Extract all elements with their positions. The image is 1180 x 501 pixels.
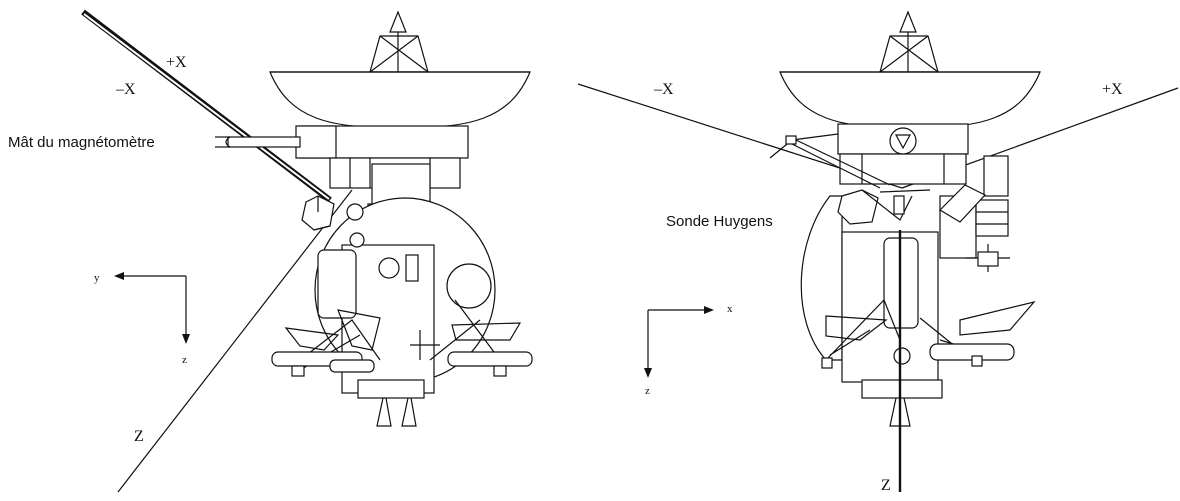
- right-axis-plus-x-label: +X: [1102, 81, 1123, 98]
- right-frame-z-label: z: [645, 385, 650, 397]
- left-axis-z-label: Z: [134, 428, 144, 445]
- left-high-gain-antenna: [269, 10, 531, 129]
- right-lower-struts: [821, 244, 1036, 369]
- right-z-axis-line: [889, 230, 911, 492]
- right-spacecraft-view: –X +X Sonde Huygens Z x z: [577, 10, 1179, 494]
- left-magnetometer-mast: [215, 136, 301, 148]
- left-frame-y-label: y: [94, 272, 100, 284]
- left-z-axis-line: [117, 189, 353, 493]
- right-high-gain-antenna: [779, 10, 1041, 129]
- right-axis-z-label: Z: [881, 477, 891, 494]
- left-lower-struts: [271, 299, 533, 377]
- right-coordinate-frame: x z: [644, 303, 733, 397]
- right-upper-module: [837, 123, 1009, 197]
- left-frame-z-label: z: [182, 354, 187, 366]
- right-magnetometer-stub: [769, 133, 891, 189]
- right-axis-minus-x-label: –X: [653, 81, 674, 98]
- right-frame-x-label: x: [727, 303, 733, 315]
- left-magnetometer-boom: [81, 9, 332, 203]
- right-huygens-probe: [837, 184, 986, 225]
- magnetometer-mast-label: Mât du magnétomètre: [8, 134, 155, 151]
- left-spacecraft-view: +X –X Mât du magnétomètre Z y z: [8, 9, 533, 493]
- left-coordinate-frame: y z: [94, 272, 190, 366]
- left-axis-minus-x-label: –X: [115, 81, 136, 98]
- left-axis-plus-x-label: +X: [166, 54, 187, 71]
- left-main-engines: [376, 397, 417, 427]
- huygens-probe-label: Sonde Huygens: [666, 213, 773, 230]
- right-main-body: [800, 195, 1009, 399]
- left-instrument-pod: [301, 195, 335, 231]
